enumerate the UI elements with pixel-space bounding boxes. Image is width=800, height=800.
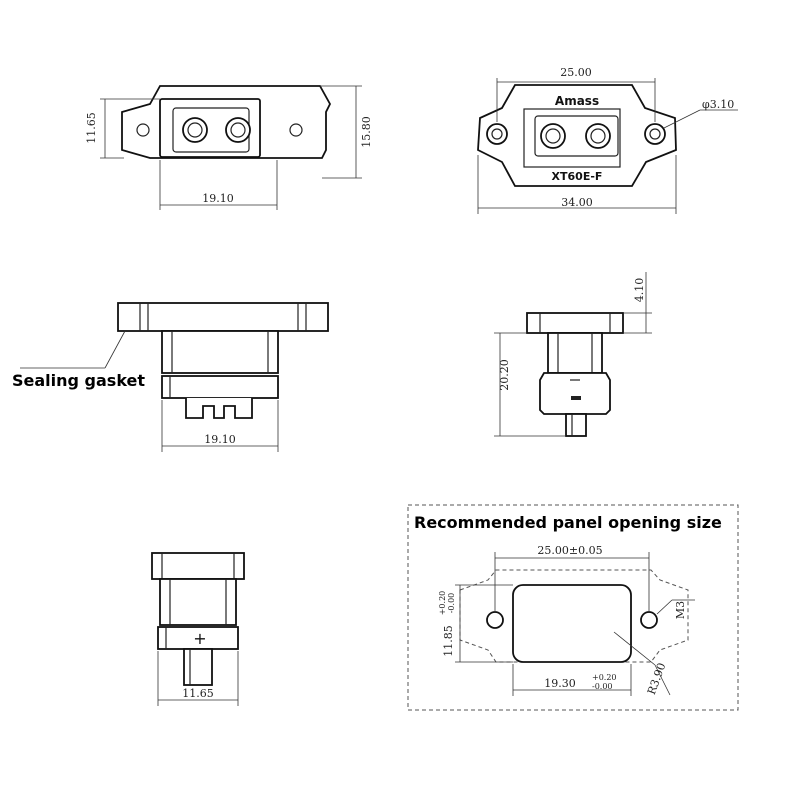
connector-outline bbox=[459, 569, 689, 663]
pin-hole-left bbox=[182, 117, 208, 143]
sealing-gasket-ring bbox=[161, 375, 279, 399]
bottom-view: + 11.65 bbox=[151, 552, 245, 706]
side-flange bbox=[117, 302, 329, 332]
panel-hole-left bbox=[486, 611, 504, 629]
mount-hole-right bbox=[289, 123, 303, 137]
dim-hole-diameter: φ3.10 bbox=[702, 98, 734, 111]
panel-dim-width-tol-upper: +0.20 bbox=[592, 673, 617, 682]
brand-logo: Amass bbox=[555, 94, 599, 108]
side-terminals bbox=[185, 398, 253, 419]
panel-dim-thread: M3 bbox=[674, 601, 687, 619]
sealing-gasket-label: Sealing gasket bbox=[12, 371, 145, 390]
panel-dim-radius: R3.90 bbox=[645, 661, 668, 696]
panel-dim-height-tol-upper: +0.20 bbox=[438, 591, 447, 616]
back-pin-right bbox=[585, 123, 611, 149]
bottom-terminal bbox=[183, 648, 213, 686]
end-view: 4.10 20.20 bbox=[494, 272, 652, 437]
side-view: Sealing gasket 19.10 bbox=[12, 302, 329, 452]
panel-dim-height: 11.85 bbox=[442, 625, 455, 657]
back-mount-hole-right bbox=[644, 123, 666, 145]
front-view: 11.65 15.80 19.10 bbox=[85, 85, 373, 210]
panel-dim-width-tol-lower: -0.00 bbox=[592, 682, 613, 691]
bottom-flange bbox=[151, 552, 245, 580]
panel-hole-right bbox=[640, 611, 658, 629]
panel-dim-width: 19.30 bbox=[544, 677, 576, 690]
end-body bbox=[547, 332, 603, 374]
end-gasket bbox=[539, 372, 611, 415]
dim-flange: 4.10 bbox=[633, 278, 646, 303]
dim-hole-spacing: 25.00 bbox=[560, 66, 592, 79]
back-housing bbox=[523, 108, 621, 168]
back-socket bbox=[534, 115, 619, 157]
pin-hole-right bbox=[225, 117, 251, 143]
panel-cutout bbox=[512, 584, 632, 663]
panel-dim-hole-spacing: 25.00±0.05 bbox=[537, 544, 602, 557]
bottom-body bbox=[159, 578, 237, 626]
dim-height: 20.20 bbox=[498, 359, 511, 391]
back-pin-left bbox=[540, 123, 566, 149]
dim-height-left: 11.65 bbox=[85, 112, 98, 144]
panel-opening-title: Recommended panel opening size bbox=[414, 513, 722, 532]
end-flange bbox=[526, 312, 624, 334]
side-dim-width: 19.10 bbox=[204, 433, 236, 446]
side-body bbox=[161, 330, 279, 374]
back-view: Amass XT60E-F 25.00 34.00 φ3.10 bbox=[477, 66, 738, 214]
back-mount-hole-left bbox=[486, 123, 508, 145]
panel-dim-height-tol-lower: -0.00 bbox=[447, 593, 456, 614]
dim-width: 19.10 bbox=[202, 192, 234, 205]
bottom-dim-width: 11.65 bbox=[182, 687, 214, 700]
polarity-symbol: + bbox=[193, 629, 206, 648]
model-label: XT60E-F bbox=[552, 170, 603, 183]
back-flange bbox=[477, 84, 677, 187]
panel-opening: Recommended panel opening size 25.00±0.0… bbox=[407, 504, 739, 711]
dim-overall-width: 34.00 bbox=[561, 196, 593, 209]
dim-height-right: 15.80 bbox=[360, 116, 373, 148]
panel-opening-frame bbox=[407, 504, 739, 711]
mount-hole-left bbox=[136, 123, 150, 137]
end-terminal bbox=[565, 413, 587, 437]
